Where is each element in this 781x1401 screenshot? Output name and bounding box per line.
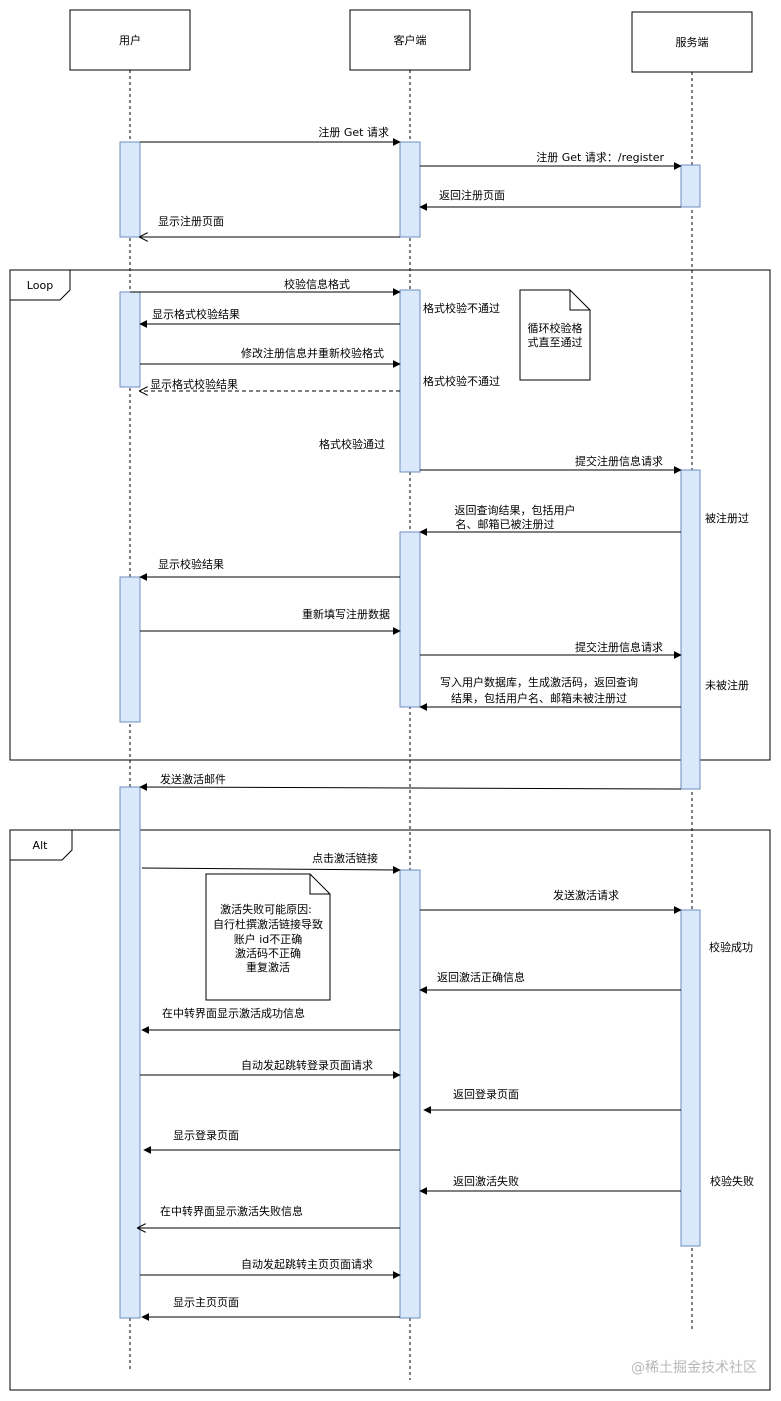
activation-bar	[680, 909, 701, 1247]
participant-server: 服务端	[631, 11, 753, 73]
annotation-verify-fail: 校验失败	[710, 1174, 754, 1188]
message-label: 结果，包括用户名、邮箱未被注册过	[451, 691, 627, 705]
annotation-not-registered: 未被注册	[705, 678, 749, 692]
annotation-verify-ok: 校验成功	[709, 940, 753, 954]
message-labels: 注册 Get 请求 注册 Get 请求：/register 返回注册页面 显示注…	[150, 125, 664, 1309]
participant-user: 用户	[69, 9, 191, 71]
annotation-format-fail: 格式校验不通过	[423, 301, 500, 315]
note-alt-line: 激活失败可能原因:	[220, 902, 312, 916]
note-alt-line: 账户 id不正确	[234, 932, 303, 946]
activation-bar	[119, 786, 141, 1319]
activation-bar	[399, 869, 421, 1319]
message-label: 修改注册信息并重新校验格式	[241, 346, 384, 360]
activation-bar	[119, 141, 141, 238]
message-label: 返回激活失败	[453, 1174, 519, 1188]
annotation-format-pass: 格式校验通过	[319, 437, 385, 451]
activation-bar	[680, 469, 701, 790]
activation-bar	[680, 164, 701, 208]
annotations: 格式校验不通过 格式校验不通过 格式校验通过 被注册过 未被注册 校验成功 校验…	[319, 301, 754, 1188]
message-label: 返回登录页面	[453, 1087, 519, 1101]
message-label: 显示校验结果	[158, 557, 224, 571]
message-label: 提交注册信息请求	[575, 454, 663, 468]
message-label: 写入用户数据库，生成激活码，返回查询	[440, 675, 638, 689]
message-label: 返回查询结果，包括用户	[455, 503, 576, 517]
message-label: 注册 Get 请求：/register	[536, 150, 664, 164]
message-label: 提交注册信息请求	[575, 640, 663, 654]
note-alt-line: 重复激活	[246, 960, 290, 974]
fragment-loop: Loop	[9, 269, 771, 761]
watermark: @稀土掘金技术社区	[631, 1360, 757, 1376]
note-loop-line: 式直至通过	[528, 335, 583, 349]
fragment-loop-label: Loop	[27, 279, 53, 292]
message-label: 自动发起跳转主页页面请求	[241, 1257, 373, 1271]
annotation-registered: 被注册过	[705, 511, 749, 525]
note-alt: 激活失败可能原因: 自行杜撰激活链接导致 账户 id不正确 激活码不正确 重复激…	[205, 873, 331, 1001]
message-label: 返回注册页面	[439, 188, 505, 202]
participant-user-label: 用户	[119, 33, 141, 47]
fragment-alt: Alt	[9, 829, 771, 1391]
participant-client-label: 客户端	[394, 33, 427, 47]
message-arrow	[141, 865, 401, 874]
message-label: 在中转界面显示激活失败信息	[160, 1204, 303, 1218]
fragment-alt-label: Alt	[33, 839, 49, 852]
participant-server-label: 服务端	[676, 36, 709, 49]
participant-client: 客户端	[349, 9, 471, 71]
activations	[119, 141, 701, 1319]
message-label: 注册 Get 请求	[318, 125, 389, 139]
note-loop: 循环校验格 式直至通过	[519, 289, 591, 381]
message-label: 返回激活正确信息	[437, 970, 525, 984]
message-label: 显示登录页面	[173, 1128, 239, 1142]
annotation-format-fail: 格式校验不通过	[423, 374, 500, 388]
message-label: 校验信息格式	[284, 277, 350, 291]
activation-bar	[399, 141, 421, 238]
message-label: 发送激活邮件	[160, 772, 226, 786]
note-loop-line: 循环校验格	[528, 321, 583, 335]
messages	[130, 138, 682, 1321]
message-label: 显示注册页面	[158, 214, 224, 228]
activation-bar	[119, 576, 141, 723]
message-label: 在中转界面显示激活成功信息	[162, 1006, 305, 1020]
message-label: 名、邮箱已被注册过	[456, 517, 555, 531]
note-alt-line: 自行杜撰激活链接导致	[213, 917, 323, 931]
message-arrow	[139, 783, 682, 792]
message-label: 发送激活请求	[553, 888, 619, 902]
message-label: 自动发起跳转登录页面请求	[241, 1058, 373, 1072]
note-alt-line: 激活码不正确	[235, 946, 301, 960]
message-label: 显示主页页面	[173, 1296, 239, 1309]
activation-bar	[399, 289, 421, 473]
activation-bar	[119, 291, 141, 388]
message-label: 点击激活链接	[312, 851, 378, 865]
activation-bar	[399, 531, 421, 708]
message-label: 重新填写注册数据	[302, 607, 390, 621]
message-label: 显示格式校验结果	[152, 307, 240, 321]
message-label: 显示格式校验结果	[150, 377, 238, 391]
